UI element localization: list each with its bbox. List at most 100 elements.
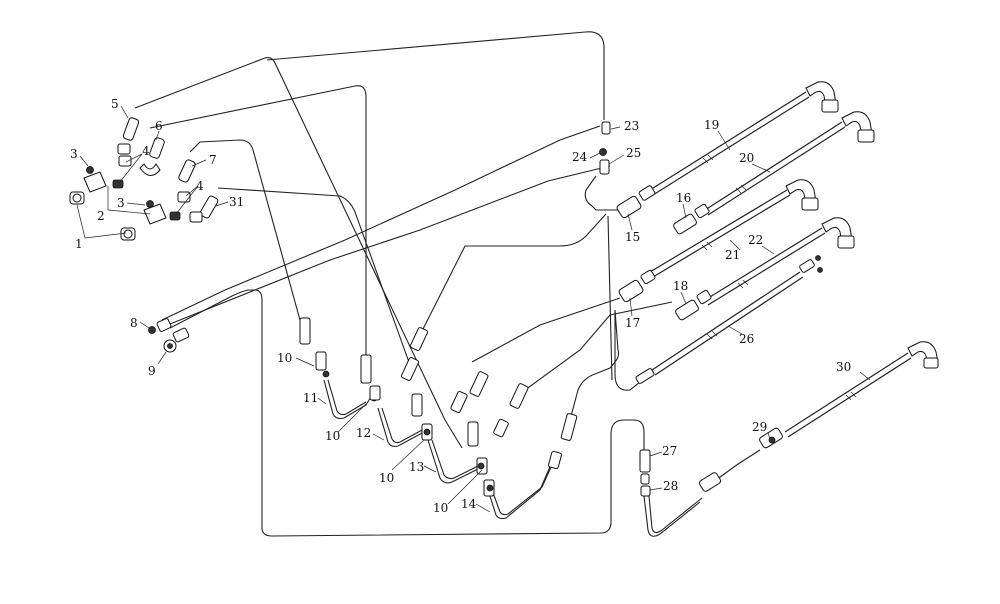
leader-5 (120, 105, 129, 119)
callout-4: 4 (142, 144, 150, 158)
leader-12 (372, 433, 385, 441)
fitting-27 (639, 449, 651, 485)
elbow-21 (785, 179, 819, 211)
callout-12: 12 (356, 426, 371, 440)
hose-26 (651, 271, 804, 376)
pipe-run-6 (149, 85, 367, 365)
fitting-10-1 (299, 317, 330, 378)
leader-28 (649, 487, 663, 491)
callout-26: 26 (739, 332, 754, 346)
leader-29 (767, 431, 771, 441)
callout-27: 27 (662, 444, 677, 458)
leader-8 (139, 321, 150, 329)
fitting-2a (83, 171, 107, 193)
callout-7: 7 (209, 153, 217, 167)
fitting-up-b (469, 371, 489, 397)
fitting-17 (618, 269, 656, 303)
callout-24: 24 (572, 150, 588, 164)
leader-26 (727, 325, 743, 335)
callout-17: 17 (625, 316, 640, 330)
leader-20 (751, 163, 771, 173)
leader-23 (610, 126, 621, 130)
fitting-26-end (635, 368, 655, 384)
callout-21: 21 (725, 248, 740, 262)
pipe-run-15 (419, 213, 607, 336)
callout-31: 31 (229, 195, 244, 209)
hose-20 (704, 121, 846, 216)
leader-4b (175, 185, 199, 215)
callout-16: 16 (676, 191, 691, 205)
leader-27 (649, 451, 663, 457)
fitting-31 (189, 195, 219, 223)
callout-19: 19 (704, 118, 719, 132)
hose-22 (704, 227, 826, 306)
callout-23: 23 (624, 119, 639, 133)
leader-30 (859, 371, 871, 381)
fitting-up-c (493, 383, 529, 438)
fitting-10-3 (400, 357, 433, 441)
pipe-run-31 (217, 187, 411, 366)
pipe-run-8-loop (169, 289, 645, 537)
leader-10a (295, 357, 315, 367)
elbow-20 (841, 111, 875, 143)
callout-10: 10 (379, 471, 394, 485)
pipe-run-vertical (607, 215, 613, 381)
leader-7 (191, 159, 207, 167)
pipe-28c (715, 449, 761, 481)
fitting-24 (599, 148, 607, 156)
fitting-7 (178, 159, 196, 183)
fittings (69, 81, 939, 497)
fitting-29 (759, 427, 783, 449)
leader-19 (717, 130, 731, 151)
leader-25 (608, 154, 625, 165)
fitting-4b (169, 191, 191, 221)
callout-5: 5 (111, 97, 119, 111)
leader-11 (317, 397, 327, 405)
callout-4: 4 (196, 179, 204, 193)
pipe-14b (491, 464, 553, 516)
fitting-10-5 (483, 479, 495, 497)
callout-10: 10 (433, 501, 448, 515)
leader-17 (629, 297, 633, 317)
leader-3b (126, 202, 146, 206)
callout-18: 18 (673, 279, 688, 293)
leader-18 (680, 291, 687, 305)
pipe-12 (377, 407, 425, 448)
fitting-22-tee (799, 255, 823, 273)
pipe-11 (323, 379, 373, 420)
leader-10c (391, 439, 425, 471)
fitting-23 (601, 121, 611, 135)
pipe-14 (487, 461, 553, 520)
callout-28: 28 (663, 479, 678, 493)
leader-10b (337, 403, 367, 433)
pipe-run-diag-a (161, 125, 601, 321)
elbow-19 (805, 81, 839, 113)
pipe-run-17 (471, 297, 621, 363)
leader-lines (76, 105, 871, 513)
pipe-run-5 (134, 57, 463, 449)
leader-16 (682, 203, 687, 219)
bent-pipes (323, 379, 761, 537)
leader-2 (107, 186, 151, 215)
pipe-run-26 (569, 309, 641, 421)
callout-10: 10 (325, 429, 340, 443)
fitting-1b (120, 227, 136, 241)
fitting-5 (117, 117, 140, 155)
pipe-28 (643, 495, 701, 537)
fitting-9 (163, 327, 190, 353)
callout-13: 13 (409, 460, 424, 474)
fitting-4a (112, 155, 132, 189)
callout-labels: 1 2 3 3 4 4 5 6 7 31 8 9 10 10 10 10 11 … (70, 97, 851, 515)
fitting-3b (146, 200, 154, 208)
fitting-25 (599, 159, 610, 175)
pipe-12b (381, 407, 425, 444)
hoses (649, 91, 912, 438)
leader-15 (627, 213, 633, 231)
pipe-13 (427, 439, 481, 484)
callout-15: 15 (625, 230, 640, 244)
callout-3: 3 (117, 196, 125, 210)
hose-30 (784, 352, 912, 438)
leader-3a (79, 155, 89, 167)
